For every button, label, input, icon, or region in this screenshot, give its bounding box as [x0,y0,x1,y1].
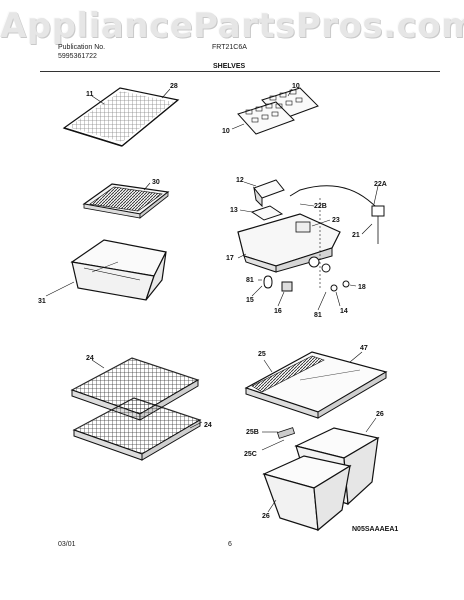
callout-11: 11 [86,91,94,98]
control-housing-assembly [237,179,385,292]
callout-21: 21 [352,232,360,239]
callout-81-right: 81 [314,312,322,319]
crisper-pan-31 [70,239,167,301]
callout-23: 23 [332,217,340,224]
callout-28: 28 [170,83,178,90]
callout-81-left: 81 [246,277,254,284]
callout-14: 14 [340,308,348,315]
callout-10-top: 10 [292,83,300,90]
callout-47: 47 [360,345,368,352]
callout-10-bottom: 10 [222,128,230,135]
callout-31: 31 [38,298,46,305]
publication-label: Publication No. [58,44,106,51]
crisper-drawers-26 [262,427,380,532]
callout-25b: 25B [246,429,259,436]
diagram-code: N05SAAAEA1 [352,526,398,533]
shelf-frames-24 [70,357,202,461]
crisper-cover-30 [82,183,170,219]
slide-parts-25b-25c [261,427,296,451]
section-title: SHELVES [213,63,246,70]
publication-number: 5995361722 [58,53,97,60]
callout-25c: 25C [244,451,257,458]
callout-24-bottom: 24 [204,422,212,429]
ice-trays-10 [237,87,319,135]
footer-page-number: 6 [228,541,232,548]
callout-22a: 22A [374,181,387,188]
watermark-logo: AppliancePartsPros.com [0,6,464,46]
wire-shelf-11 [62,87,180,147]
callout-25: 25 [258,351,266,358]
callout-13: 13 [230,207,238,214]
callout-24-top: 24 [86,355,94,362]
model-number: FRT21C6A [212,44,247,51]
callout-30: 30 [152,179,160,186]
callout-12: 12 [236,177,244,184]
callout-26-right: 26 [376,411,384,418]
callout-22b: 22B [314,203,327,210]
crisper-cover-25-47 [244,351,388,419]
callout-26-left: 26 [262,513,270,520]
footer-date: 03/01 [58,541,76,548]
callout-18: 18 [358,284,366,291]
callout-17: 17 [226,255,234,262]
callout-15: 15 [246,297,254,304]
callout-16: 16 [274,308,282,315]
header-divider [40,71,440,72]
